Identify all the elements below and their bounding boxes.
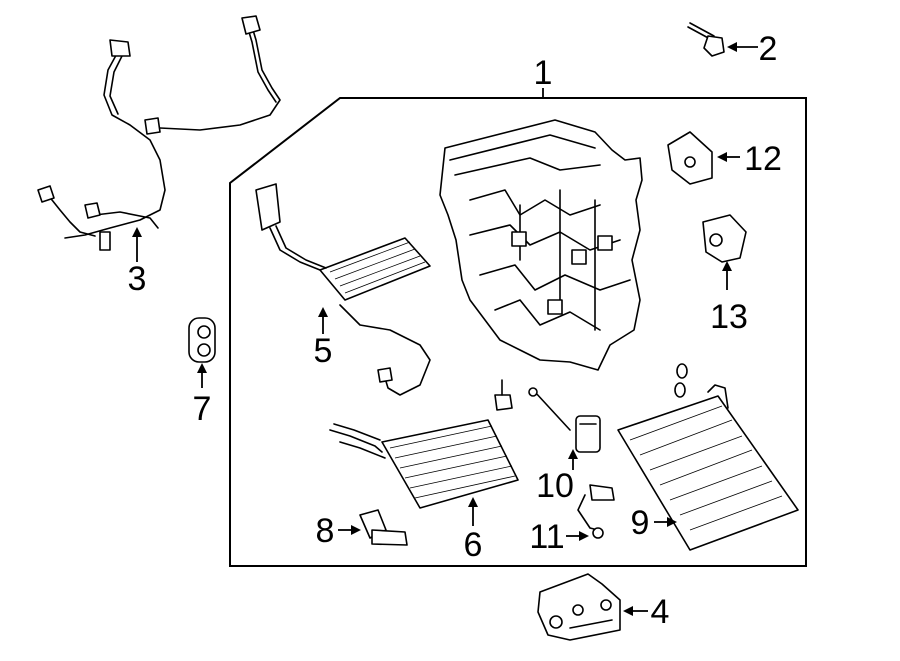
callout-3: 3 xyxy=(128,260,147,298)
wire-harness xyxy=(37,15,281,251)
callout-7: 7 xyxy=(193,390,212,428)
callout-6: 6 xyxy=(464,526,483,564)
callout-9: 9 xyxy=(631,504,650,542)
evaporator xyxy=(617,363,799,551)
screw xyxy=(494,379,571,431)
bolt xyxy=(687,22,725,57)
callout-10: 10 xyxy=(536,467,574,505)
grommet xyxy=(188,317,216,363)
actuator-13 xyxy=(702,214,747,263)
actuator-12 xyxy=(667,131,713,185)
callout-11: 11 xyxy=(529,518,564,556)
callout-12: 12 xyxy=(744,140,782,178)
callout-2: 2 xyxy=(759,30,778,68)
sensor xyxy=(575,415,601,453)
callout-1: 1 xyxy=(534,54,553,92)
leader-lines xyxy=(132,42,758,616)
hvac-case xyxy=(439,119,643,371)
heater-core xyxy=(329,419,519,509)
callout-8: 8 xyxy=(316,512,335,550)
callout-4: 4 xyxy=(651,593,670,631)
bracket xyxy=(537,573,621,641)
sensor-wire xyxy=(577,484,615,539)
callout-13: 13 xyxy=(710,298,748,336)
ptc-heater xyxy=(255,183,431,396)
callout-5: 5 xyxy=(314,332,333,370)
assembly-outline xyxy=(229,97,807,567)
pipe-fitting xyxy=(359,509,408,546)
